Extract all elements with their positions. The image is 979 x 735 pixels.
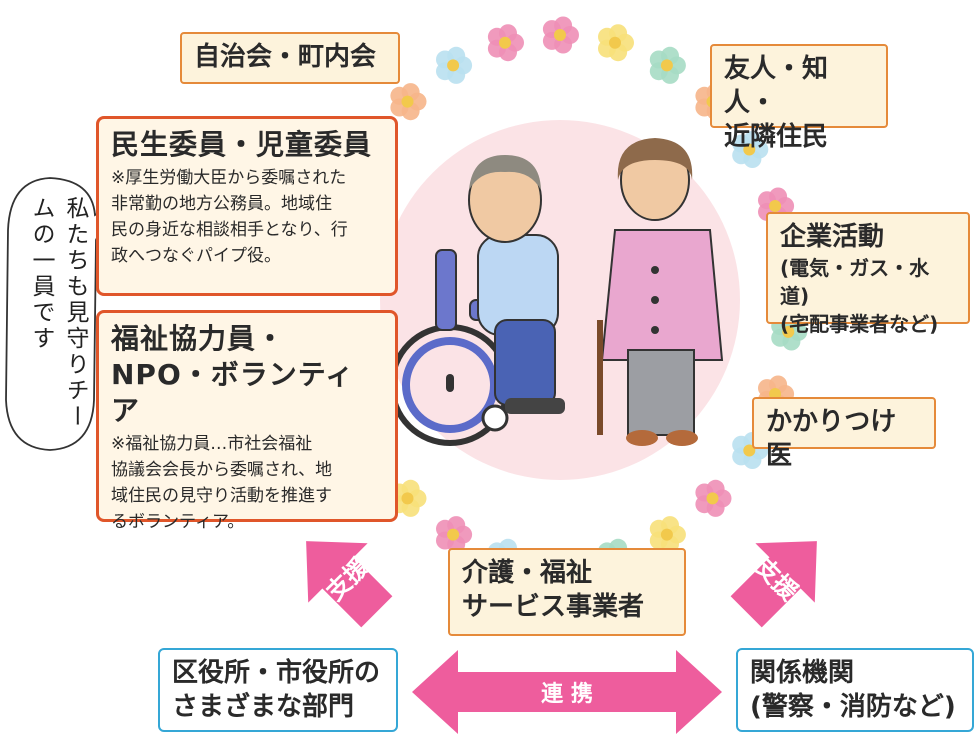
speech-bubble-shape — [5, 177, 115, 451]
node-kankei-line1: 関係機関 — [750, 658, 855, 688]
flower-decoration — [695, 479, 732, 517]
node-friends-line2: 近隣住民 — [724, 122, 829, 152]
node-minsei-title: 民生委員・児童委員 — [111, 128, 373, 161]
wheelchair-user-illustration — [389, 155, 565, 446]
flower-decoration — [732, 131, 769, 168]
node-jichikai-label: 自治会・町内会 — [194, 42, 377, 72]
note-line: ※福祉協力員…市社会福祉 — [111, 434, 313, 454]
flower-decoration — [598, 24, 634, 62]
flower-decoration — [487, 24, 524, 62]
node-kigyo-sub1: (電気・ガス・水道) — [780, 256, 930, 308]
node-kakaritsuke-label: かかりつけ医 — [766, 407, 897, 471]
node-kaigo-fukushi: 介護・福祉 サービス事業者 — [448, 548, 686, 636]
node-kigyo: 企業活動 (電気・ガス・水道) (宅配事業者など) — [766, 212, 970, 336]
flower-decoration — [436, 46, 473, 84]
flower-decoration — [542, 16, 579, 54]
note-line: 政へつなぐパイプ役。 — [111, 246, 281, 266]
flower-decoration — [649, 516, 686, 554]
node-minsei-note: ※厚生労働大臣から委嘱された 非常勤の地方公務員。地域住 民の身近な相談相手とな… — [111, 165, 383, 269]
node-friends-line1: 友人・知人・ — [724, 54, 829, 118]
node-kakaritsuke: かかりつけ医 — [752, 397, 936, 471]
cooperation-label: 連 携 — [541, 682, 593, 707]
node-kigyo-sub2: (宅配事業者など) — [780, 312, 939, 336]
node-fukushi-note: ※福祉協力員…市社会福祉 協議会会長から委嘱され、地 域住民の見守り活動を推進す… — [111, 431, 383, 535]
node-kankei-line2: (警察・消防など) — [750, 692, 956, 722]
node-kankei-kikan: 関係機関 (警察・消防など) — [736, 648, 974, 732]
note-line: 域住民の見守り活動を推進す — [111, 486, 332, 506]
flower-decoration — [390, 83, 427, 121]
flower-decoration — [649, 46, 686, 84]
node-kigyo-title: 企業活動 — [780, 222, 885, 252]
node-jichikai: 自治会・町内会 — [180, 32, 400, 84]
node-kuyakusho-line1: 区役所・市役所の — [172, 658, 381, 688]
note-line: 非常勤の地方公務員。地域住 — [111, 194, 332, 214]
flower-decoration — [436, 516, 473, 554]
note-line: 協議会会長から委嘱され、地 — [111, 460, 333, 480]
node-kuyakusho-line2: さまざまな部門 — [172, 692, 355, 722]
node-fukushi-title-1: 福祉協力員・ — [111, 322, 286, 355]
cooperation-arrow — [412, 650, 722, 734]
note-line: ※厚生労働大臣から委嘱された — [111, 168, 347, 188]
support-arrow-left — [306, 541, 393, 628]
node-friends-neighbors: 友人・知人・ 近隣住民 — [710, 44, 888, 152]
node-fukushi-title-2: NPO・ボランティア — [111, 358, 355, 427]
node-kaigo-line1: 介護・福祉 — [462, 558, 593, 588]
note-line: 民の身近な相談相手となり、行 — [111, 220, 348, 240]
elderly-woman-illustration — [597, 138, 724, 446]
node-minsei-iin: 民生委員・児童委員 ※厚生労働大臣から委嘱された 非常勤の地方公務員。地域住 民… — [96, 116, 398, 296]
support-arrow-right — [730, 541, 817, 628]
node-fukushi-kyoryokuin: 福祉協力員・ NPO・ボランティア ※福祉協力員…市社会福祉 協議会会長から委嘱… — [96, 310, 398, 532]
speech-bubble-text: 私たちも見守りチームの一員です — [28, 196, 88, 430]
node-kuyakusho: 区役所・市役所の さまざまな部門 — [158, 648, 398, 732]
flower-decoration — [390, 479, 427, 517]
note-line: るボランティア。 — [111, 512, 245, 532]
node-kaigo-line2: サービス事業者 — [462, 592, 645, 622]
